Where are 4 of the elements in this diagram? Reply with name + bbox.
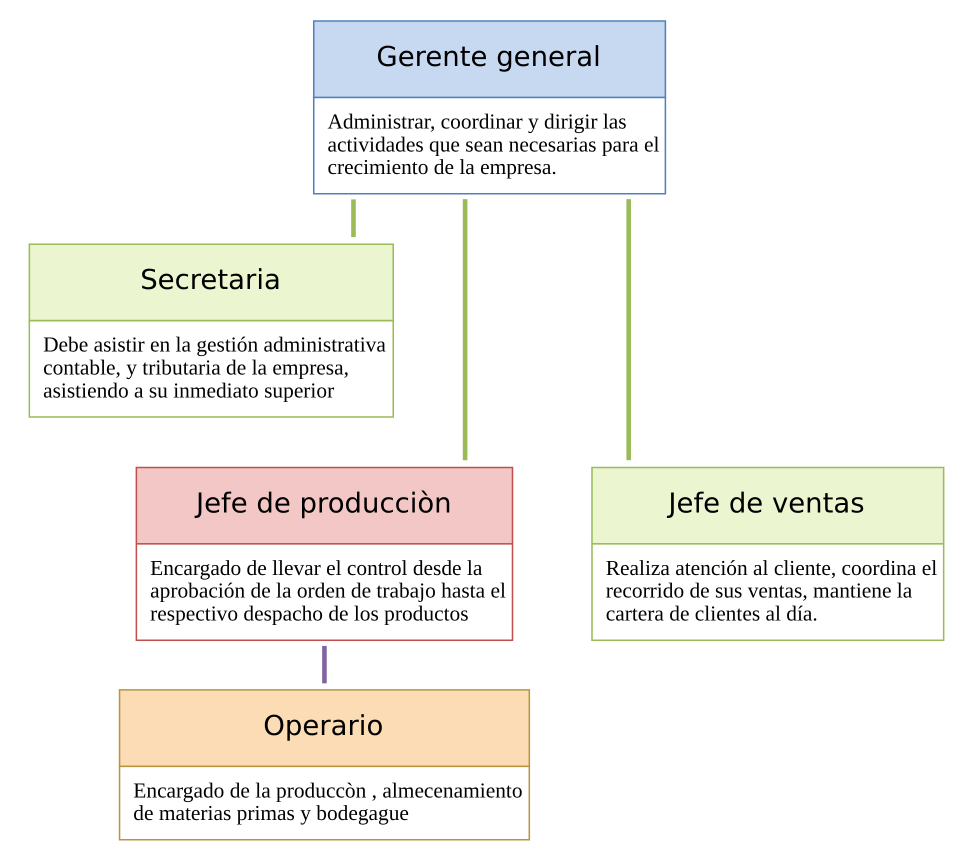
connector (322, 646, 326, 684)
connector (626, 199, 630, 460)
connector (350, 199, 356, 238)
connector (462, 199, 467, 460)
